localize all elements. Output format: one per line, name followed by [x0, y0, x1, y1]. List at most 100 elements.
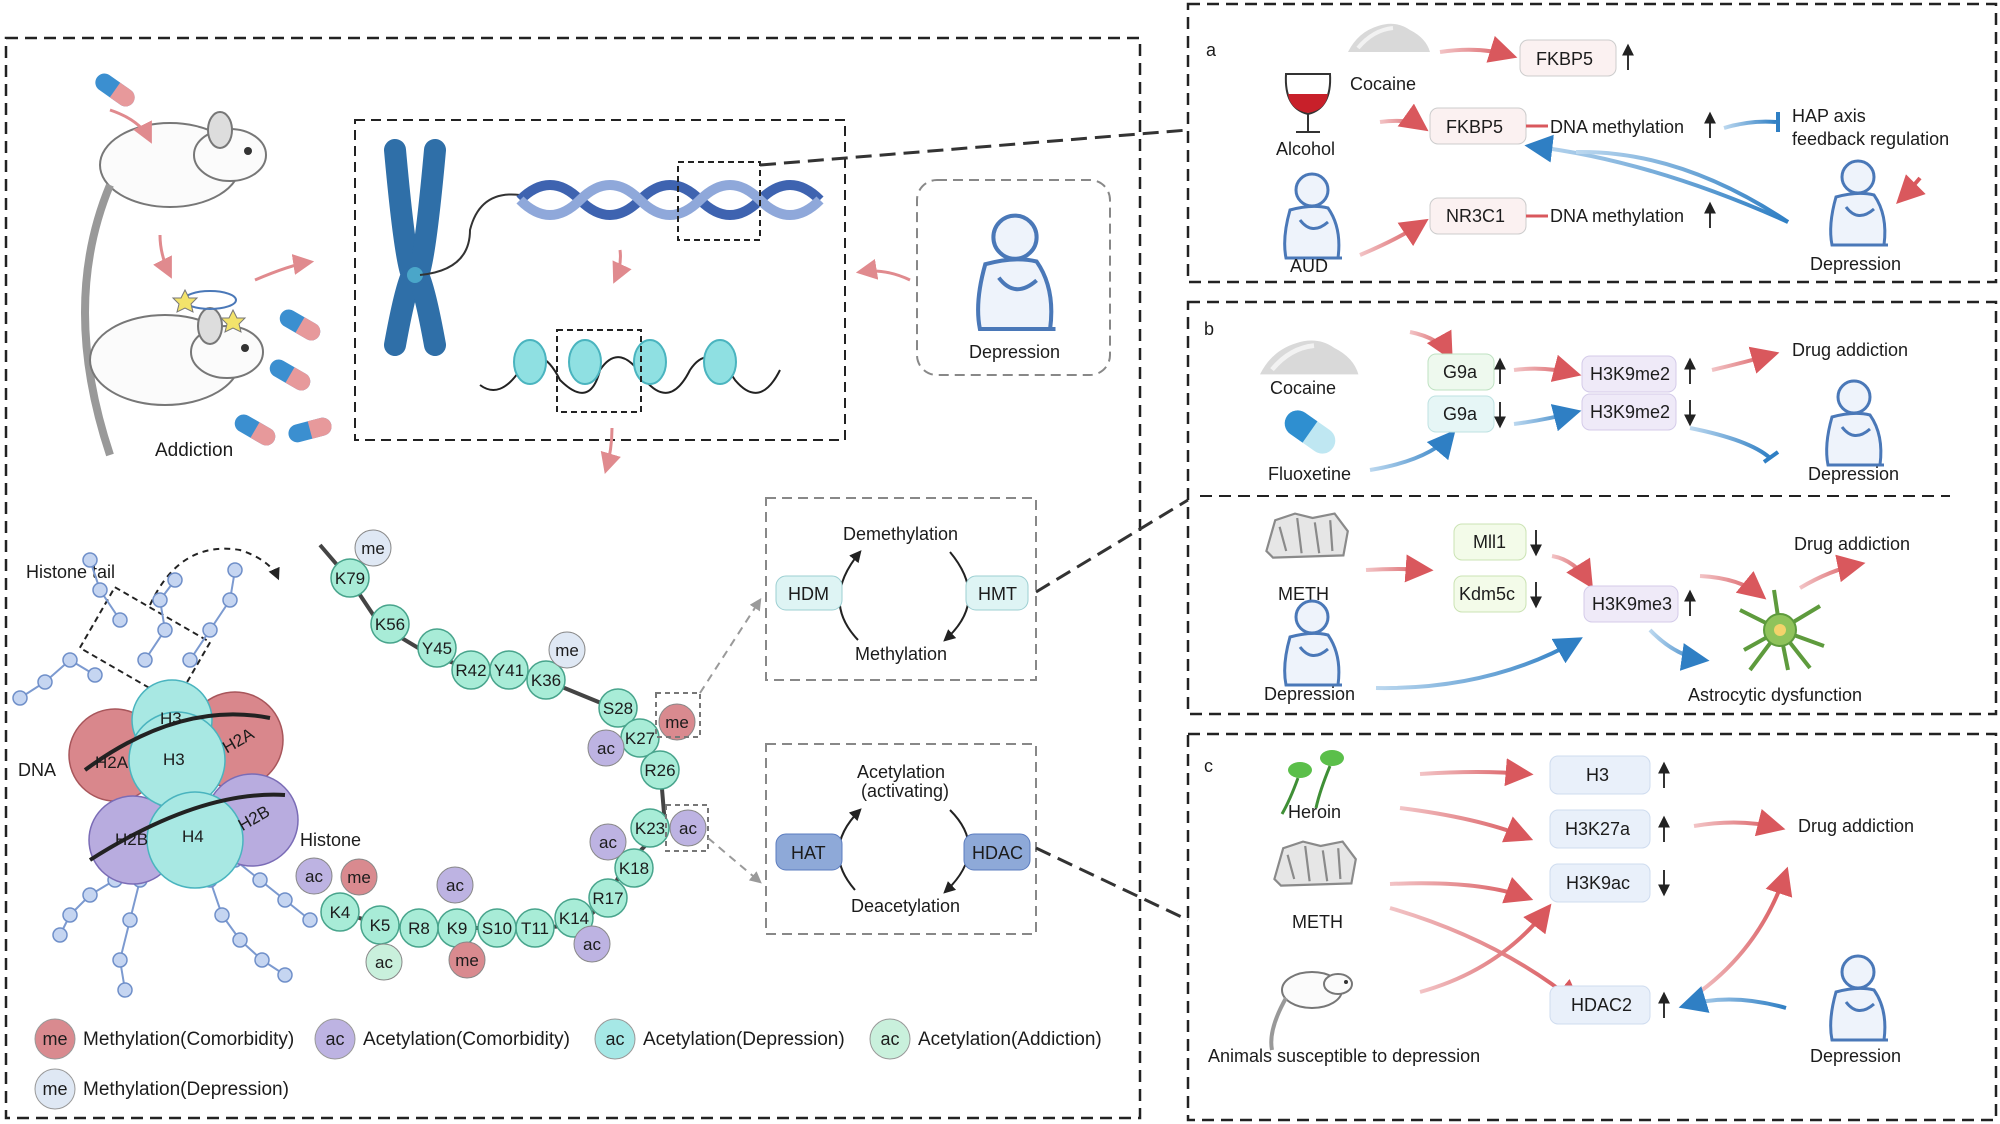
zoom-box — [677, 161, 761, 241]
tail-bead — [62, 907, 78, 923]
histone-tail — [19, 658, 96, 699]
arrow — [1365, 554, 1434, 583]
legend-label: Acetylation(Comorbidity) — [363, 1029, 570, 1050]
residue-label: R26 — [644, 761, 675, 780]
panel-b-letter: b — [1204, 319, 1214, 339]
mouse-icon — [1269, 971, 1353, 1051]
residue-bead — [417, 628, 457, 668]
histone-tail-label: Histone tail — [26, 562, 115, 582]
tail-bead — [52, 927, 68, 943]
depressed-person-icon — [978, 216, 1055, 329]
tail-bead — [202, 622, 218, 638]
arrow — [1896, 174, 1926, 204]
residue-bead — [320, 892, 360, 932]
meth-label: METH — [1292, 912, 1343, 932]
arrow — [612, 249, 632, 284]
fluoxetine-capsule-icon — [1284, 410, 1336, 454]
tail-bead — [252, 872, 268, 888]
fkbp5-label: FKBP5 — [1446, 117, 1503, 137]
residue-label: R42 — [455, 661, 486, 680]
g9a-box — [1427, 353, 1495, 391]
kdm5c-box — [1453, 575, 1527, 613]
residue-bead — [554, 898, 594, 938]
tail-bead — [157, 622, 173, 638]
acetylation-label: Acetylation — [857, 762, 945, 782]
modification-mark — [295, 857, 333, 895]
h3k9me2-box — [1581, 393, 1677, 431]
arrow — [1369, 429, 1456, 472]
residue-label: K9 — [447, 919, 468, 938]
arrow — [1379, 103, 1429, 132]
tail-bead — [82, 552, 98, 568]
alcohol-label: Alcohol — [1276, 139, 1335, 159]
residue-bead — [370, 604, 410, 644]
panel-c-letter: c — [1204, 756, 1213, 776]
tail-bead — [227, 562, 243, 578]
arrow — [149, 547, 280, 606]
zoom-box — [655, 692, 701, 738]
dna-thread — [419, 193, 521, 276]
residue-bead — [489, 650, 529, 690]
residue-label: K18 — [619, 859, 649, 878]
depressed-person-icon — [1825, 379, 1886, 467]
hmt-box — [965, 575, 1029, 611]
modification-mark-label: me — [455, 951, 479, 970]
depression-label: Depression — [1810, 254, 1901, 274]
arrow — [1399, 806, 1534, 843]
modification-mark — [354, 529, 392, 567]
modification-mark — [573, 925, 611, 963]
mll1-box — [1453, 523, 1527, 561]
legend-swatch — [869, 1018, 911, 1060]
arrow — [1711, 346, 1780, 374]
residue-label: K56 — [375, 615, 405, 634]
panel-a-letter: a — [1206, 40, 1217, 60]
arrow — [1699, 570, 1767, 600]
kdm5c-label: Kdm5c — [1459, 584, 1515, 604]
tail-bead — [222, 592, 238, 608]
modification-mark — [658, 703, 696, 741]
depressed-person-icon — [1829, 159, 1890, 247]
astrocytic-dysfunction-label: Astrocytic dysfunction — [1688, 685, 1862, 705]
depression-label: Depression — [1810, 1046, 1901, 1066]
residue-label: K5 — [370, 916, 391, 935]
chromosome-icon — [384, 139, 446, 356]
cocaine-powder-icon — [1260, 341, 1358, 375]
arrow — [1389, 906, 1583, 1008]
tail-bead — [117, 982, 133, 998]
arrow — [1439, 35, 1518, 63]
arrow — [1648, 628, 1710, 671]
residue-label: R17 — [592, 889, 623, 908]
arrow — [1575, 149, 1790, 224]
modification-mark-label: ac — [446, 876, 464, 895]
residue-bead — [640, 750, 680, 790]
residue-bead — [399, 908, 439, 948]
hdm-box — [775, 575, 843, 611]
hap-axis-label: HAP axis — [1792, 106, 1866, 126]
modification-mark-label: ac — [583, 935, 601, 954]
demethylation-label: Demethylation — [843, 524, 958, 544]
tail-bead — [302, 912, 318, 928]
arrow — [1678, 986, 1787, 1013]
arrow — [1419, 903, 1552, 994]
modification-mark-label: ac — [305, 867, 323, 886]
depression-label: Depression — [1808, 464, 1899, 484]
arrow — [1419, 758, 1534, 787]
tail-bead — [232, 932, 248, 948]
connector-dashed — [1035, 846, 1189, 922]
arrow — [153, 234, 172, 279]
residue-bead — [477, 908, 517, 948]
g9a-box — [1427, 395, 1495, 433]
tail-bead — [182, 652, 198, 668]
residue-bead — [330, 558, 370, 598]
histone-tail — [59, 879, 116, 936]
dna-methylation-label: DNA methylation — [1550, 117, 1684, 137]
residue-label: Y41 — [494, 661, 524, 680]
h3k27a-box — [1549, 809, 1651, 849]
panel-a-frame — [1186, 2, 1998, 284]
methylation-label: Methylation — [855, 644, 947, 664]
nr3c1-label: NR3C1 — [1446, 206, 1505, 226]
tail-bead — [112, 952, 128, 968]
panel-b-frame — [1186, 300, 1998, 716]
wine-glass-icon — [1284, 73, 1332, 133]
